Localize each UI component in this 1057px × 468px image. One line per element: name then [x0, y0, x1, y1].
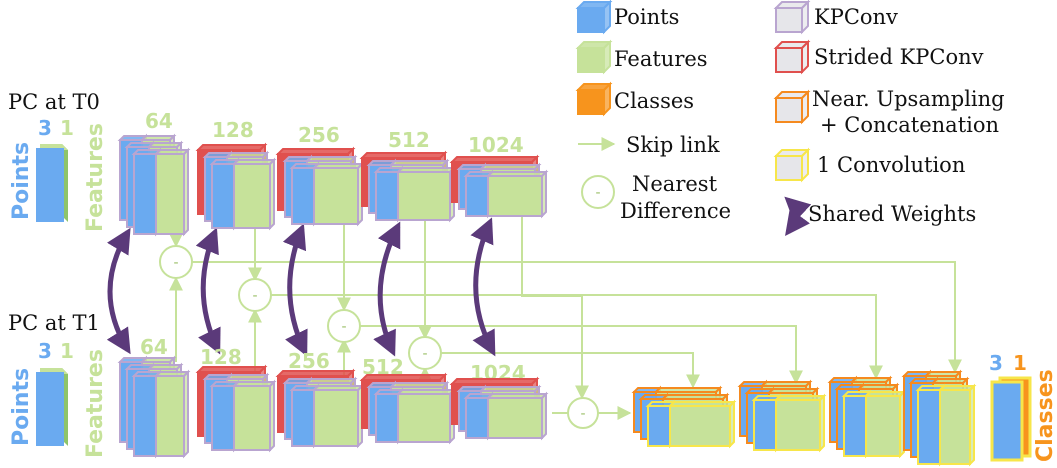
svg-text:-: -: [595, 185, 600, 201]
legend-features: Features: [614, 47, 708, 71]
block-layer: [289, 161, 365, 227]
channel-label: 256: [288, 349, 330, 373]
legend: Points Features Classes Skip link - Near…: [578, 5, 1005, 237]
decoder: [631, 369, 977, 467]
channel-label: 256: [298, 123, 340, 147]
difference-node: -: [159, 245, 193, 279]
input-t0-points-label: Points: [9, 142, 34, 220]
input-t1-title: PC at T1: [8, 311, 100, 335]
block-layer: [131, 369, 191, 459]
encoder-t1-channel-labels: 64 128 256 512 1024: [140, 335, 526, 385]
input-t0-features-label: Features: [83, 123, 108, 232]
channel-label: 64: [140, 335, 168, 359]
legend-strided-kpconv: Strided KPConv: [814, 45, 984, 69]
input-t1-features-dim: 1: [60, 339, 74, 363]
block-layer: [373, 165, 457, 223]
legend-skip-link: Skip link: [626, 133, 720, 157]
svg-text:-: -: [252, 288, 257, 304]
svg-text:-: -: [173, 255, 178, 271]
input-t1-tensor: [36, 368, 68, 446]
channel-label: 128: [212, 118, 254, 142]
input-t1-points-label: Points: [9, 368, 34, 446]
legend-nearest-difference-line2: Difference: [620, 199, 731, 223]
block-layer: [645, 399, 737, 449]
output-classes-label: Classes: [1033, 369, 1057, 462]
legend-classes: Classes: [614, 89, 694, 113]
encoder-block: [117, 355, 191, 459]
svg-text:-: -: [422, 346, 427, 362]
encoder-block: [275, 146, 365, 227]
channel-label: 64: [145, 109, 173, 133]
legend-upsampling-line1: Near. Upsampling: [812, 87, 1005, 111]
encoder-block: [359, 372, 457, 445]
output: 3 1 Classes: [989, 351, 1057, 462]
input-t1: PC at T1 3 1 Points Features: [8, 311, 108, 458]
difference-node: -: [567, 397, 599, 429]
decoder-block: [901, 369, 977, 467]
block-layer: [209, 379, 277, 453]
encoder-block: [195, 364, 277, 453]
legend-kpconv-swatch: [773, 0, 811, 35]
legend-shared-weights: Shared Weights: [808, 202, 976, 226]
encoder-block: [449, 376, 549, 441]
legend-points-swatch: [575, 0, 613, 35]
input-t0-features-dim: 1: [60, 116, 74, 140]
block-layer: [841, 389, 907, 459]
block-layer: [463, 391, 549, 441]
channel-label: 1024: [468, 133, 524, 157]
svg-text:-: -: [341, 319, 346, 335]
input-t1-points-dim: 3: [38, 339, 52, 363]
encoder-block: [195, 142, 277, 231]
encoder-block: [117, 133, 191, 237]
encoder-block: [449, 154, 549, 219]
output-points-dim: 3: [989, 351, 1003, 375]
decoder-block: [631, 385, 737, 449]
network-blocks: [117, 133, 977, 467]
block-layer: [131, 147, 191, 237]
encoder-t0: [117, 133, 549, 237]
difference-node: -: [408, 336, 442, 370]
legend-upsampling-line2: + Concatenation: [820, 113, 999, 137]
output-classes-dim: 1: [1013, 351, 1027, 375]
input-t0-tensor: [36, 144, 68, 222]
legend-classes-swatch: [575, 81, 613, 117]
legend-convolution: 1 Convolution: [817, 153, 965, 177]
legend-nearest-difference-line1: Nearest: [632, 172, 718, 196]
block-layer: [463, 169, 549, 219]
difference-nodes: - - - - -: [159, 245, 599, 429]
decoder-block: [827, 375, 907, 459]
svg-text:-: -: [580, 406, 585, 422]
encoder-t0-channel-labels: 64 128 256 512 1024: [145, 109, 524, 157]
legend-upsampling-swatch: [773, 89, 811, 125]
encoder-block: [359, 150, 457, 223]
input-t0: PC at T0 3 1 Points Features: [8, 90, 108, 232]
legend-kpconv: KPConv: [814, 5, 898, 29]
block-layer: [373, 387, 457, 445]
difference-node: -: [238, 278, 272, 312]
output-tensor: [990, 376, 1032, 462]
decoder-block: [737, 379, 827, 453]
input-t0-title: PC at T0: [8, 90, 100, 114]
block-layer: [289, 383, 365, 449]
legend-nearest-difference-icon: -: [581, 175, 615, 209]
channel-label: 128: [200, 345, 242, 369]
block-layer: [751, 393, 827, 453]
legend-points: Points: [614, 5, 679, 29]
encoder-t1: [117, 355, 549, 459]
legend-strided-kpconv-swatch: [773, 39, 811, 75]
block-layer: [915, 383, 977, 467]
shared-weights-arrows: [106, 217, 496, 357]
encoder-block: [275, 368, 365, 449]
channel-label: 512: [388, 128, 430, 152]
block-layer: [209, 157, 277, 231]
input-t1-features-label: Features: [83, 349, 108, 458]
legend-features-swatch: [575, 39, 613, 75]
input-t0-points-dim: 3: [38, 116, 52, 140]
legend-convolution-swatch: [773, 147, 811, 183]
difference-node: -: [327, 309, 361, 343]
legend-swatches: [575, 0, 811, 183]
legend-shared-weights-arrow: [784, 196, 812, 237]
